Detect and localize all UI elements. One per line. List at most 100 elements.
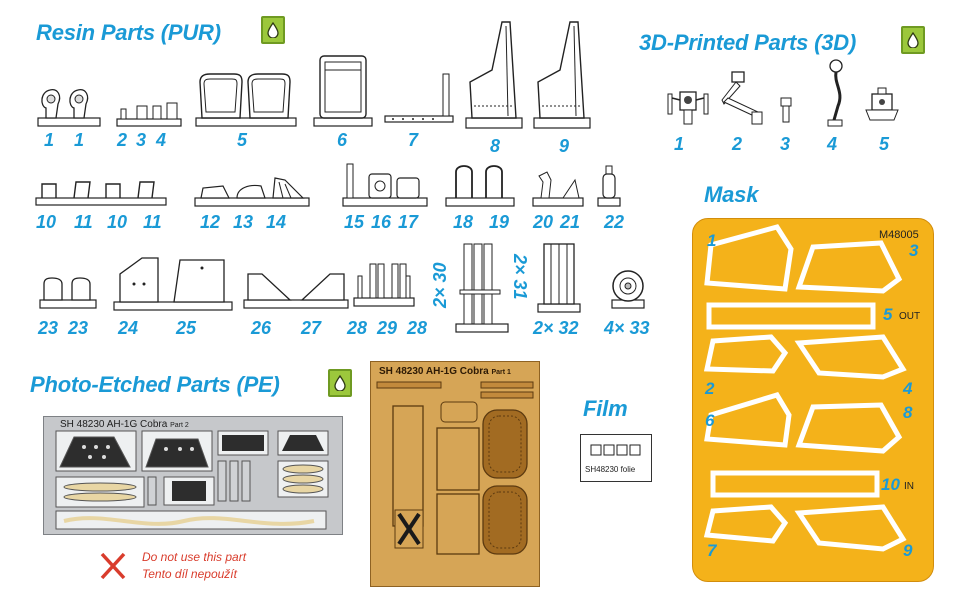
pe-parts-title: Photo-Etched Parts (PE) xyxy=(30,372,280,397)
film-sheet: SH48230 folie xyxy=(580,434,652,482)
resin-part-20-21 xyxy=(531,170,585,208)
mask-number: 6 xyxy=(705,411,715,430)
resin-part-7 xyxy=(383,72,455,128)
resin-number: 2× 32 xyxy=(533,318,579,338)
resin-number: 9 xyxy=(559,136,570,156)
mask-number: 9 xyxy=(903,541,913,560)
resin-number: 22 xyxy=(604,212,625,232)
resin-number: 11 xyxy=(143,212,162,232)
mask-number: 8 xyxy=(903,403,913,422)
resin-number: 23 xyxy=(68,318,89,338)
printed-number: 3 xyxy=(780,134,791,154)
resin-number: 10 xyxy=(36,212,57,232)
pe-fret-part: Part 1 xyxy=(491,369,511,376)
printed-part-1 xyxy=(666,86,710,128)
resin-number: 27 xyxy=(301,318,322,338)
resin-number: 3 xyxy=(136,130,147,150)
resin-number: 11 xyxy=(74,212,93,232)
resin-parts-title: Resin Parts (PUR) xyxy=(36,20,221,45)
printed-part-4 xyxy=(820,56,848,130)
resin-number: 24 xyxy=(118,318,139,338)
resin-part-23-pair xyxy=(38,276,98,310)
resin-number: 10 xyxy=(107,212,128,232)
printed-part-5 xyxy=(862,86,902,126)
resin-number: 17 xyxy=(398,212,419,232)
resin-part-8-seat xyxy=(462,18,526,130)
resin-number: 12 xyxy=(200,212,221,232)
resin-number: 7 xyxy=(408,130,419,150)
resin-number: 21 xyxy=(560,212,581,232)
resin-part-33-wheel xyxy=(608,268,648,310)
resin-number: 19 xyxy=(489,212,510,232)
pe-fret-label: SH 48230 AH-1G Cobra Part 1 xyxy=(379,366,511,377)
mask-number: 1 xyxy=(707,231,717,250)
resin-number: 6 xyxy=(337,130,348,150)
resin-number: 23 xyxy=(38,318,59,338)
resin-number: 18 xyxy=(453,212,474,232)
printed-part-3 xyxy=(778,96,794,126)
resin-number: 16 xyxy=(371,212,392,232)
resin-number-rotated: 2× 30 xyxy=(430,262,450,308)
pe-fret-label: SH 48230 AH-1G Cobra Part 2 xyxy=(60,419,189,430)
mask-number: 5 xyxy=(883,305,893,324)
resin-part-30-31 xyxy=(454,238,510,334)
resin-part-24-25 xyxy=(112,254,234,312)
printed-number: 5 xyxy=(879,134,890,154)
warning-text-en: Do not use this part xyxy=(142,550,247,564)
resin-part-28-29 xyxy=(352,262,416,308)
resin-number: 25 xyxy=(176,318,197,338)
resin-number: 28 xyxy=(347,318,368,338)
resin-part-18-19 xyxy=(444,162,516,208)
mask-number: 4 xyxy=(903,379,913,398)
mask-number: 7 xyxy=(707,541,717,560)
resin-number: 28 xyxy=(407,318,428,338)
printed-parts-title: 3D-Printed Parts (3D) xyxy=(639,30,857,55)
resin-number-rotated: 2× 31 xyxy=(510,254,530,300)
resin-number: 4 xyxy=(156,130,167,150)
printed-number: 1 xyxy=(674,134,685,154)
mask-sheet: M48005 1 3 5 OUT 2 4 6 8 10 IN 7 9 xyxy=(692,218,934,582)
resin-number: 26 xyxy=(251,318,272,338)
mask-number: 10 xyxy=(881,475,900,494)
printed-number: 2 xyxy=(732,134,743,154)
water-drop-icon xyxy=(328,369,352,397)
resin-number: 1 xyxy=(44,130,55,150)
resin-number: 5 xyxy=(237,130,248,150)
mask-number: 2 xyxy=(705,379,715,398)
water-drop-icon xyxy=(901,26,925,54)
pe-fret-part-2: SH 48230 AH-1G Cobra Part 2 xyxy=(43,416,343,535)
red-cross-icon xyxy=(98,550,128,587)
resin-number: 13 xyxy=(233,212,254,232)
resin-part-12-13-14 xyxy=(193,174,311,208)
pe-fret-part: Part 2 xyxy=(170,422,189,429)
mask-out-label: OUT xyxy=(899,311,921,322)
film-label: SH48230 folie xyxy=(585,465,636,474)
pe-fret-part-1: SH 48230 AH-1G Cobra Part 1 xyxy=(370,361,540,587)
mask-code: M48005 xyxy=(879,229,919,241)
resin-number: 2 xyxy=(117,130,128,150)
resin-number: 15 xyxy=(344,212,365,232)
film-title: Film xyxy=(583,396,628,421)
resin-part-15-16-17 xyxy=(341,160,429,208)
resin-part-1-pair xyxy=(36,84,102,128)
resin-number: 20 xyxy=(533,212,554,232)
resin-part-10-11-rails xyxy=(34,178,168,208)
resin-part-5-seats xyxy=(194,72,298,128)
resin-part-22 xyxy=(596,162,622,208)
printed-number: 4 xyxy=(827,134,838,154)
printed-part-2 xyxy=(714,70,766,128)
warning-text-cz: Tento díl nepoužít xyxy=(142,567,237,581)
resin-number: 29 xyxy=(377,318,398,338)
resin-number: 1 xyxy=(74,130,85,150)
resin-part-26-27 xyxy=(242,270,350,310)
resin-part-2-3-4 xyxy=(115,100,183,128)
resin-part-9-seat xyxy=(530,18,594,130)
mask-number: 3 xyxy=(909,241,919,260)
resin-number: 14 xyxy=(266,212,287,232)
mask-in-label: IN xyxy=(904,481,914,492)
resin-part-32 xyxy=(536,240,582,314)
water-drop-icon xyxy=(261,16,285,44)
resin-number: 8 xyxy=(490,136,501,156)
resin-number: 4× 33 xyxy=(604,318,650,338)
mask-title: Mask xyxy=(704,182,759,207)
